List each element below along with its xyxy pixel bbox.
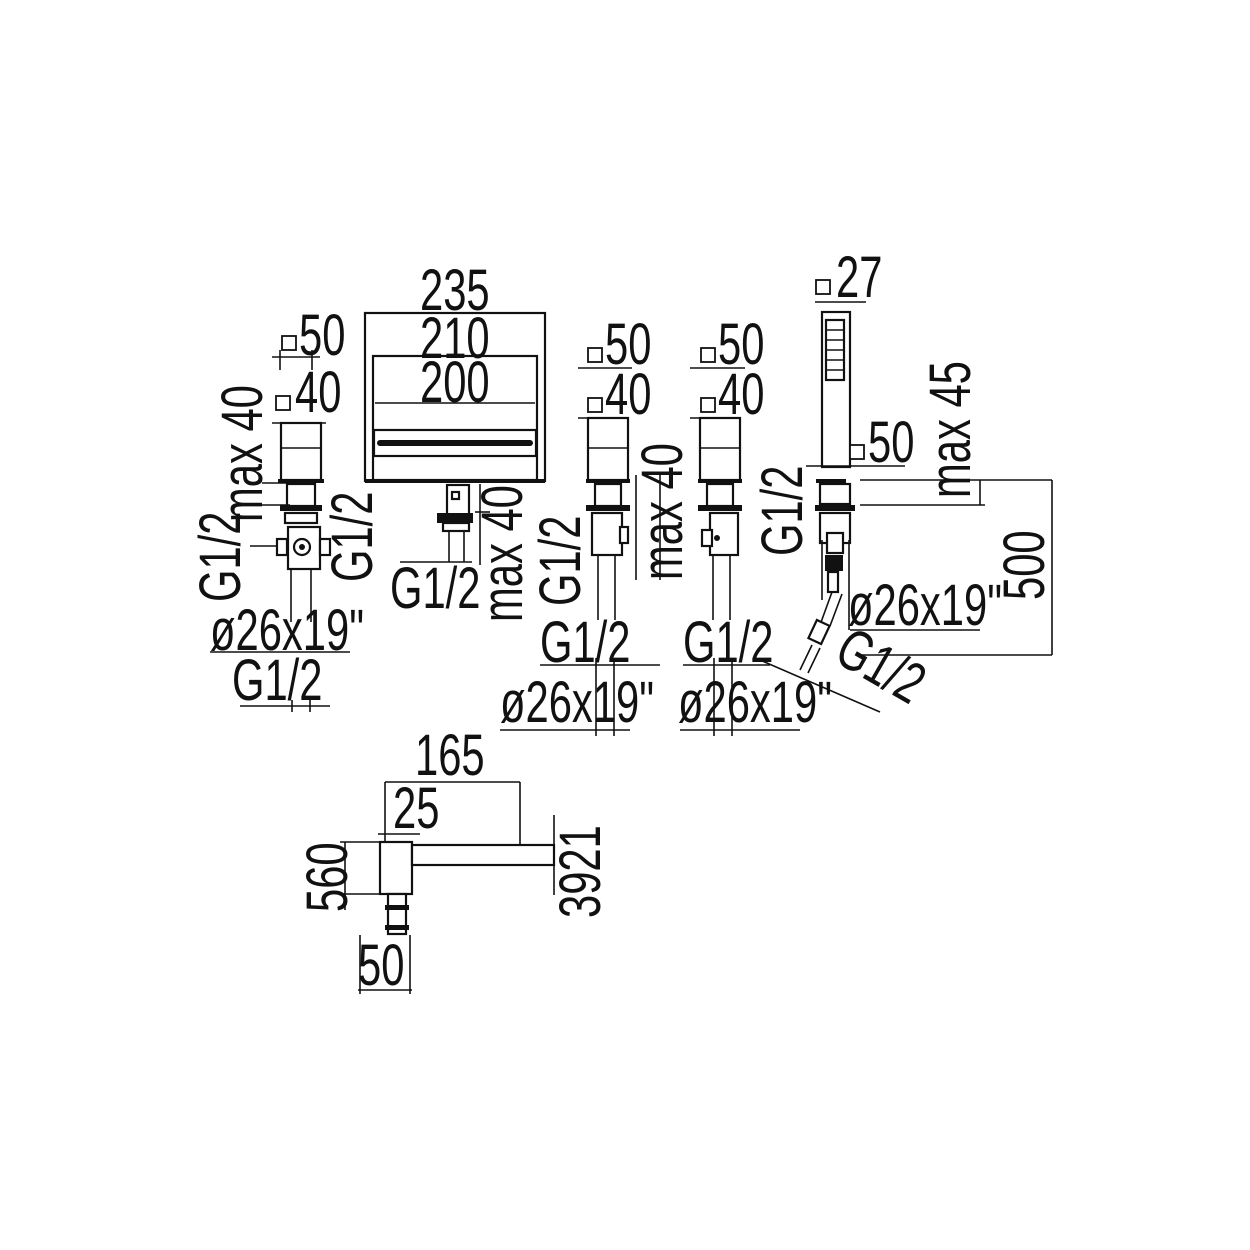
hand-shower-body <box>759 301 1053 713</box>
square-symbol-icon <box>849 444 865 460</box>
square-symbol-icon <box>700 397 716 413</box>
spout-thread: G1/2 <box>390 555 481 620</box>
valve-left-thread-b: G1/2 <box>319 491 384 582</box>
bottom-spout-body <box>340 781 556 994</box>
bottom-spout-width-50: 50 <box>358 932 404 997</box>
spout-max-40: max 40 <box>469 485 534 622</box>
bottom-spout-height-3921: 3921 <box>547 825 612 918</box>
valve-mid-body <box>500 367 660 736</box>
square-symbol-icon <box>275 395 291 411</box>
square-symbol-icon <box>281 335 297 351</box>
spout-body <box>363 311 547 565</box>
hand-shower-hose: ø26x19" <box>848 572 1002 637</box>
square-symbol-icon <box>587 347 603 363</box>
hand-shower-sq50: 50 <box>868 409 914 474</box>
bottom-spout-width-165: 165 <box>415 722 485 787</box>
valve-right-thread-a: G1/2 <box>749 465 814 556</box>
valve-mid-max-40: max 40 <box>629 443 694 580</box>
hand-shower-sq27: 27 <box>836 244 882 309</box>
valve-mid-sq50: 50 <box>605 311 651 376</box>
valve-left-thread-a: G1/2 <box>187 511 252 602</box>
valve-mid-sq40: 40 <box>605 361 651 426</box>
valve-left-max-40: max 40 <box>209 385 274 522</box>
spout-width-200: 200 <box>420 349 490 414</box>
valve-mid-thread-a: G1/2 <box>527 515 592 606</box>
valve-left-sq50: 50 <box>299 302 345 367</box>
spout-width-210: 210 <box>420 305 490 370</box>
valve-left-thread-c: G1/2 <box>232 647 323 712</box>
valve-mid-thread-b: G1/2 <box>540 609 631 674</box>
valve-right-hose: ø26x19" <box>678 669 832 734</box>
bottom-spout-width-25: 25 <box>393 775 439 840</box>
spout-width-235: 235 <box>420 257 490 322</box>
valve-left-sq40: 40 <box>295 359 341 424</box>
square-symbol-icon <box>815 279 831 295</box>
square-symbol-icon <box>587 397 603 413</box>
hand-shower-max-45: max 45 <box>917 361 982 498</box>
valve-right-thread-b: G1/2 <box>683 609 774 674</box>
square-symbol-icon <box>700 347 716 363</box>
valve-left-body <box>210 350 350 712</box>
valve-mid-hose: ø26x19" <box>500 669 654 734</box>
bottom-spout-height-560: 560 <box>294 842 359 912</box>
valve-right-sq50: 50 <box>718 311 764 376</box>
valve-left-hose: ø26x19" <box>210 597 364 662</box>
hand-shower-length-500: 500 <box>991 530 1056 600</box>
valve-right-body <box>659 367 800 736</box>
valve-right-sq40: 40 <box>718 361 764 426</box>
